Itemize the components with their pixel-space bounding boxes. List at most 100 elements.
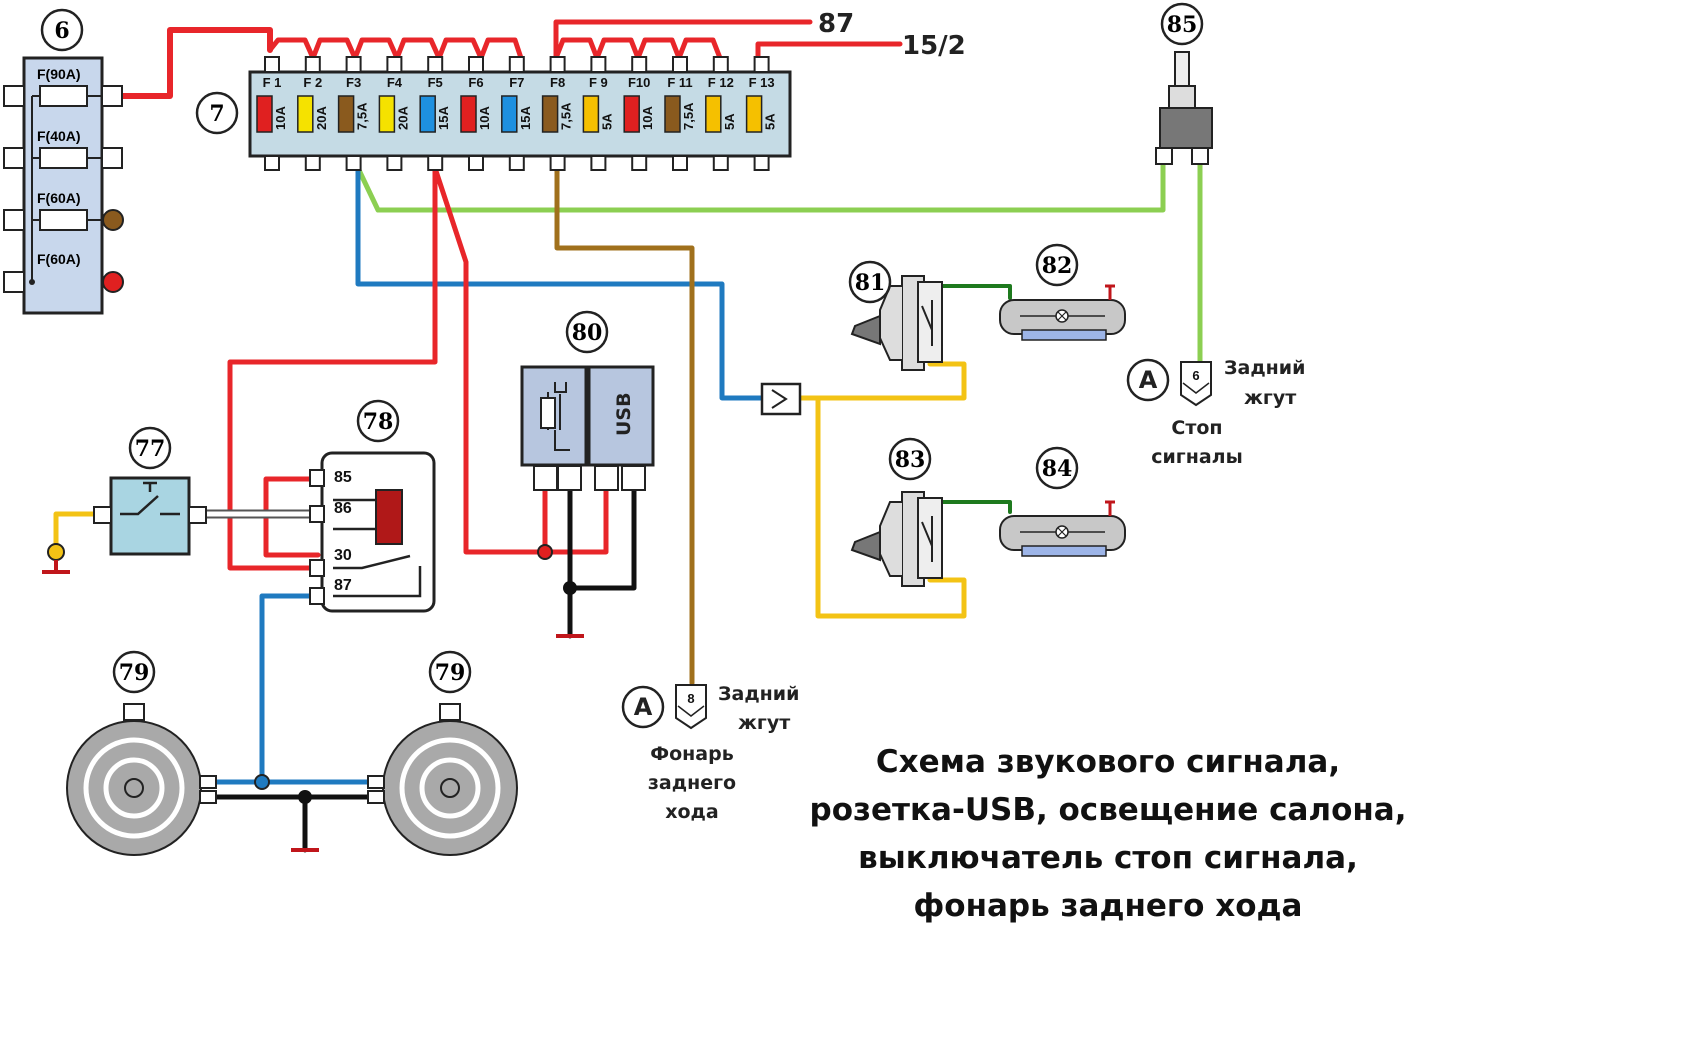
fuse-bottom-terminal xyxy=(427,155,444,171)
num-84: 84 xyxy=(1042,456,1073,482)
title-line-3: выключатель стоп сигнала, xyxy=(858,840,1358,876)
fuse-name-label: F3 xyxy=(346,75,361,90)
fuse-bottom-terminal xyxy=(712,155,729,171)
connector-pin-stop: 6 xyxy=(1192,368,1199,383)
fuse-name-label: F 12 xyxy=(708,75,734,90)
fuse-rating-label: 7,5A xyxy=(559,102,574,130)
wire-yellow-horn-ground xyxy=(53,511,109,555)
wire-red-jumpers-right xyxy=(553,37,723,61)
fuse-body xyxy=(419,95,436,133)
fuse-body xyxy=(460,95,477,133)
usb-label: USB xyxy=(613,392,635,436)
lamp-switch-83 xyxy=(850,491,943,587)
fuse-11: F 11 7,5A xyxy=(664,56,696,171)
wire-blue-lamps xyxy=(355,165,765,401)
wire-red-main-feed xyxy=(117,27,273,99)
fuse-top-terminal xyxy=(631,56,648,73)
rear-light-line-2: заднего xyxy=(648,772,736,794)
fuse-top-terminal xyxy=(753,56,770,73)
wire-red-usb-feed xyxy=(432,165,609,555)
num-77: 77 xyxy=(135,436,166,462)
fuse-top-terminal xyxy=(264,56,280,73)
fuse-8: F8 7,5A xyxy=(541,56,574,171)
fuse-name-label: F8 xyxy=(550,75,565,90)
wire-red-jumpers-left xyxy=(267,37,524,61)
fuse-rating-label: 7,5A xyxy=(681,102,696,130)
num-6: 6 xyxy=(54,18,69,44)
fuse-12: F 12 5A xyxy=(705,56,737,171)
wire-black-usb-ground xyxy=(567,487,637,639)
fuse-bottom-terminal xyxy=(590,155,607,171)
stop-line-1: Стоп xyxy=(1171,417,1222,439)
relay-pin-87: 87 xyxy=(334,577,352,594)
horn-79-right xyxy=(254,703,518,856)
fuse-name-label: F10 xyxy=(628,75,650,90)
title-line-1: Схема звукового сигнала, xyxy=(876,744,1340,780)
usb-socket-80: USB xyxy=(520,365,655,638)
num-7: 7 xyxy=(209,101,224,127)
num-78: 78 xyxy=(363,409,394,435)
fuse-rating-label: 5A xyxy=(722,113,737,130)
stop-harness-line-2: жгут xyxy=(1244,387,1296,409)
fuse-name-label: F5 xyxy=(428,75,443,90)
horn-relay-78: 85 86 30 87 xyxy=(309,451,436,613)
fuse-rating-label: 5A xyxy=(599,113,614,130)
fuse-body xyxy=(664,95,681,133)
fuse-name-label: F 11 xyxy=(667,75,692,90)
fuse-name-label: F4 xyxy=(387,75,403,90)
rear-light-line-3: хода xyxy=(665,801,718,823)
wire-yellow-lamps xyxy=(797,361,967,401)
wire-label-87: 87 xyxy=(818,9,854,39)
num-83: 83 xyxy=(895,447,926,473)
title-line-2: розетка-USB, освещение салона, xyxy=(810,792,1407,828)
lamp-switch-81 xyxy=(850,275,943,371)
main-fuse-label-2: F(40A) xyxy=(37,128,81,144)
fuse-body xyxy=(705,95,722,133)
fuse-name-label: F 13 xyxy=(749,75,775,90)
lamp-84 xyxy=(999,500,1126,557)
connector-a-stop: A 6 Задний жгут Стоп сигналы xyxy=(1126,357,1305,468)
fuse-top-terminal xyxy=(427,56,444,73)
fuse-body xyxy=(623,95,640,133)
fuse-rating-label: 10A xyxy=(477,106,492,130)
fuse-bottom-terminal xyxy=(468,155,484,171)
num-79-right: 79 xyxy=(435,660,466,686)
stop-switch-85 xyxy=(1155,51,1213,165)
fuse-top-terminal xyxy=(468,56,484,73)
fuse-rating-label: 5A xyxy=(763,113,778,130)
num-85: 85 xyxy=(1167,12,1198,38)
fuse-bottom-terminal xyxy=(264,155,280,171)
wire-red-15-2 xyxy=(755,41,903,61)
rear-light-line-1: Фонарь xyxy=(650,743,733,765)
fuse-bottom-terminal xyxy=(672,155,688,171)
fuse-3: F3 7,5A xyxy=(337,56,370,171)
fuse-bottom-terminal xyxy=(508,155,525,171)
fuse-13: F 13 5A xyxy=(745,56,778,171)
wire-red-87 xyxy=(553,19,813,61)
main-fuse-label-1: F(90A) xyxy=(37,66,81,82)
fuse-top-terminal xyxy=(508,56,525,73)
title-line-4: фонарь заднего хода xyxy=(914,888,1303,924)
fuse-bottom-terminal xyxy=(631,155,648,171)
main-fuse-label-3: F(60A) xyxy=(37,190,81,206)
connector-a-letter-stop: A xyxy=(1139,366,1158,394)
horn-switch-77 xyxy=(42,476,207,574)
fuse-top-terminal xyxy=(549,56,566,73)
wire-blue-horns xyxy=(205,593,383,785)
wires xyxy=(53,19,1203,853)
fuse-rating-label: 10A xyxy=(273,106,288,130)
fuse-rating-label: 20A xyxy=(314,106,329,130)
connector-pin-rear: 8 xyxy=(687,691,694,706)
fuse-bottom-terminal xyxy=(549,155,566,171)
fuse-bottom-terminal xyxy=(304,155,321,171)
lamp-82 xyxy=(999,284,1126,341)
fuse-rating-label: 7,5A xyxy=(355,102,370,130)
connector-a-letter-rear: A xyxy=(634,693,653,721)
fuse-top-terminal xyxy=(672,56,688,73)
rear-harness-line-1: Задний xyxy=(718,683,799,705)
